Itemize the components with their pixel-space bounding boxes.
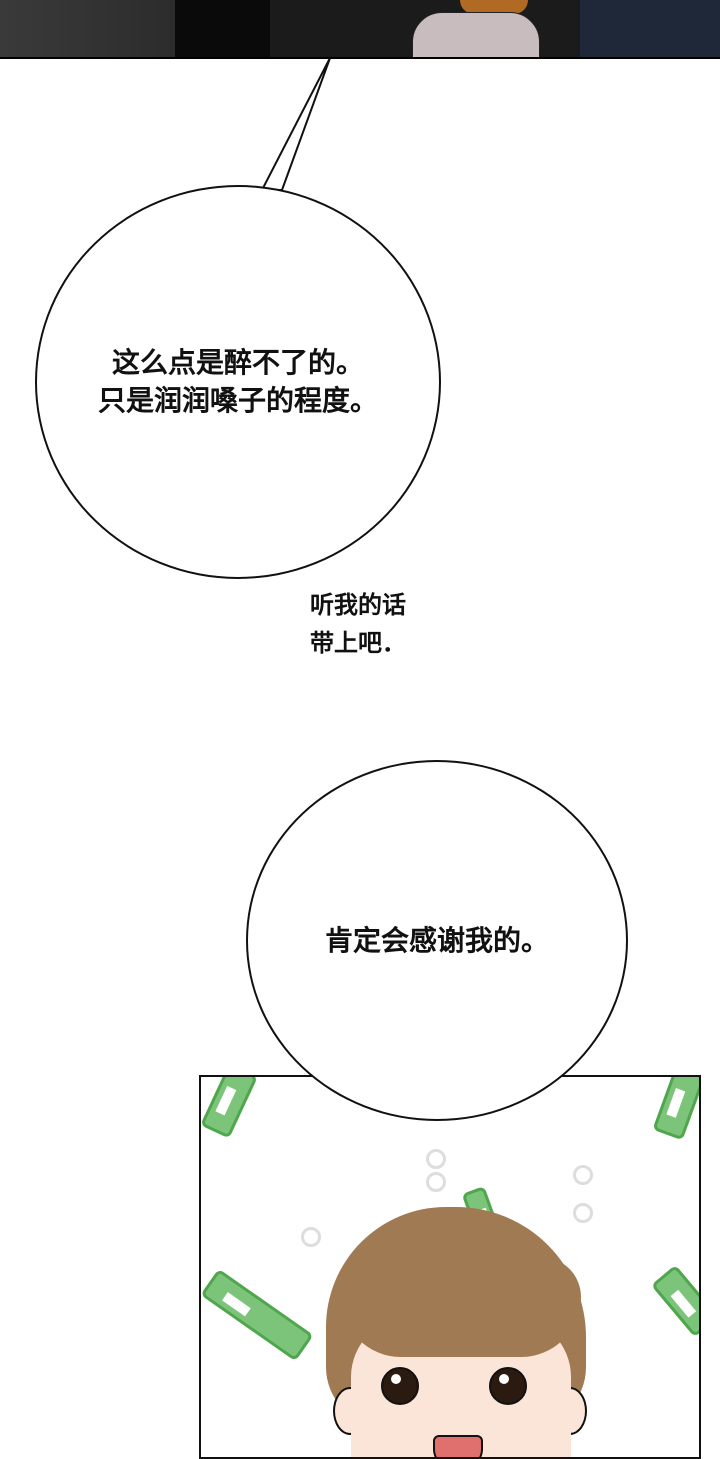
fizz-bubble-icon — [573, 1165, 593, 1185]
narration-text: 听我的话 带上吧． — [310, 591, 406, 657]
fizz-bubble-icon — [426, 1172, 446, 1192]
character-fringe — [341, 1257, 581, 1357]
panel-background-right — [580, 0, 720, 57]
speech-bubble-2-text: 肯定会感谢我的。 — [324, 923, 549, 957]
top-panel — [0, 0, 720, 59]
speech-bubble-2: 肯定会感谢我的。 — [246, 760, 628, 1121]
character-eye-right — [489, 1367, 527, 1405]
bottle-icon — [652, 1077, 699, 1141]
bottle-top — [460, 0, 528, 14]
bottom-panel — [199, 1075, 701, 1459]
panel-background-shadow — [175, 0, 270, 57]
fizz-bubble-icon — [301, 1227, 321, 1247]
bottle-icon — [650, 1264, 699, 1338]
fizz-bubble-icon — [426, 1149, 446, 1169]
bottle-icon — [201, 1268, 314, 1362]
panel-background-left — [0, 0, 175, 57]
speech-bubble-1: 这么点是醉不了的。 只是润润嗓子的程度。 — [35, 185, 441, 579]
speech-bubble-tail — [260, 57, 331, 191]
speech-bubble-1-text: 这么点是醉不了的。 只是润润嗓子的程度。 — [97, 346, 378, 417]
bottle-icon — [201, 1077, 258, 1139]
character-eye-left — [381, 1367, 419, 1405]
fizz-bubble-icon — [573, 1203, 593, 1223]
character-mouth — [433, 1435, 483, 1457]
